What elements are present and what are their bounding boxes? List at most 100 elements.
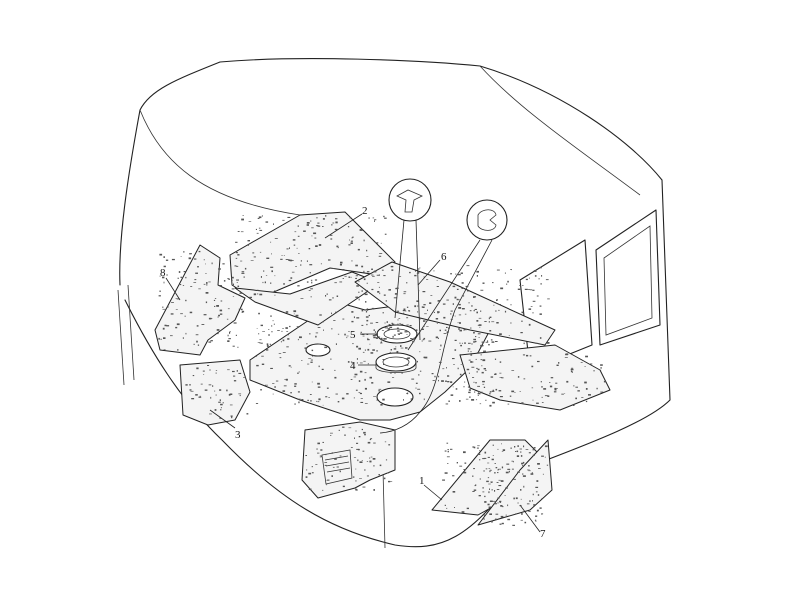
texture-speck <box>517 471 520 473</box>
texture-speck <box>229 393 233 395</box>
texture-speck <box>315 335 317 338</box>
texture-speck <box>237 254 240 256</box>
texture-speck <box>508 335 510 336</box>
texture-speck <box>162 306 164 308</box>
texture-speck <box>406 306 409 308</box>
texture-speck <box>319 314 322 316</box>
texture-speck <box>170 335 173 337</box>
texture-speck <box>367 310 369 311</box>
texture-speck <box>290 392 292 394</box>
texture-speck <box>310 288 313 290</box>
texture-speck <box>437 312 439 314</box>
texture-speck <box>325 453 327 456</box>
texture-speck <box>479 459 481 461</box>
texture-speck <box>335 311 337 314</box>
texture-speck <box>485 341 489 343</box>
texture-speck <box>476 447 479 449</box>
texture-speck <box>177 277 179 279</box>
texture-speck <box>351 362 354 364</box>
texture-speck <box>235 334 237 336</box>
texture-speck <box>422 291 426 293</box>
texture-speck <box>571 371 573 373</box>
texture-speck <box>396 287 399 289</box>
texture-speck <box>320 449 323 451</box>
texture-speck <box>433 270 435 272</box>
texture-speck <box>446 507 448 509</box>
texture-speck <box>389 481 393 482</box>
texture-speck <box>430 295 433 296</box>
texture-speck <box>528 277 530 279</box>
texture-speck <box>336 466 339 468</box>
texture-speck <box>260 276 262 278</box>
texture-speck <box>307 363 310 365</box>
texture-speck <box>359 229 363 231</box>
texture-speck <box>498 390 502 392</box>
tunnel-mat-panel <box>354 261 611 411</box>
texture-speck <box>419 392 421 395</box>
texture-speck <box>526 354 529 357</box>
texture-speck <box>540 283 542 285</box>
texture-speck <box>443 333 447 334</box>
texture-speck <box>478 324 482 326</box>
texture-speck <box>426 326 429 327</box>
texture-speck <box>294 231 297 233</box>
texture-speck <box>457 322 459 324</box>
texture-speck <box>311 235 313 237</box>
texture-speck <box>364 372 367 374</box>
texture-speck <box>494 374 496 375</box>
texture-speck <box>334 282 337 284</box>
texture-speck <box>227 334 229 337</box>
texture-speck <box>405 347 408 349</box>
texture-speck <box>463 471 467 474</box>
texture-speck <box>315 332 319 334</box>
texture-speck <box>419 370 422 372</box>
texture-speck <box>283 255 285 256</box>
texture-speck <box>506 283 508 285</box>
texture-speck <box>410 398 412 400</box>
texture-speck <box>488 344 490 346</box>
texture-speck <box>406 282 408 284</box>
texture-speck <box>452 303 454 305</box>
texture-speck <box>285 259 289 260</box>
texture-speck <box>452 285 456 288</box>
texture-speck <box>209 369 211 371</box>
texture-speck <box>166 274 168 276</box>
texture-speck <box>482 282 485 284</box>
texture-speck <box>199 395 201 397</box>
texture-speck <box>585 388 588 390</box>
texture-speck <box>297 338 299 341</box>
texture-speck <box>532 312 534 314</box>
texture-speck <box>203 374 205 375</box>
texture-speck <box>496 489 500 490</box>
texture-speck <box>538 468 541 469</box>
texture-speck <box>498 485 502 487</box>
texture-speck <box>241 312 243 313</box>
texture-speck <box>310 361 313 363</box>
texture-speck <box>545 279 549 281</box>
texture-speck <box>481 391 483 394</box>
texture-speck <box>493 503 497 505</box>
texture-speck <box>533 504 536 506</box>
texture-speck <box>483 350 486 352</box>
texture-speck <box>325 295 327 297</box>
texture-speck <box>354 488 357 490</box>
texture-speck <box>346 393 349 395</box>
texture-speck <box>297 391 300 393</box>
texture-speck <box>504 310 507 313</box>
texture-speck <box>329 234 333 236</box>
texture-speck <box>271 325 273 327</box>
texture-speck <box>520 332 523 334</box>
texture-speck <box>218 314 220 317</box>
texture-speck <box>517 288 521 290</box>
texture-speck <box>317 452 320 454</box>
texture-speck <box>398 334 400 335</box>
texture-speck <box>376 274 380 276</box>
texture-speck <box>476 270 479 273</box>
texture-speck <box>600 369 602 371</box>
texture-speck <box>306 281 309 283</box>
texture-speck <box>257 289 259 291</box>
detail-mat-profile <box>388 178 432 341</box>
texture-speck <box>291 271 295 273</box>
texture-speck <box>226 389 228 392</box>
texture-speck <box>265 221 269 223</box>
